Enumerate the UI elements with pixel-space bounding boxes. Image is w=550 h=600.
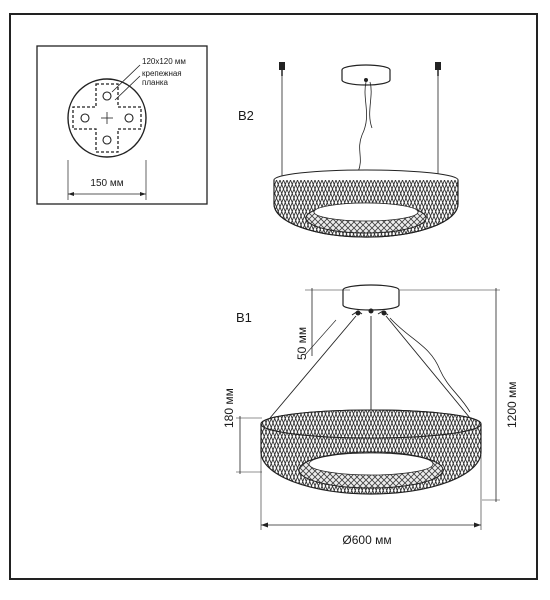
suspension-cable — [269, 315, 357, 419]
diameter-label: Ø600 мм — [342, 533, 391, 547]
leader-line — [111, 64, 141, 93]
leader-line — [114, 75, 141, 101]
canopy-diameter-label: 150 мм — [90, 178, 123, 189]
ceiling-anchor — [279, 62, 285, 70]
plate-size-label: 120x120 мм — [142, 57, 186, 66]
power-cord — [357, 81, 368, 173]
mounting-bracket-outline — [72, 83, 142, 153]
canopy-detail: 120x120 мм крепежная планка 150 мм — [36, 45, 208, 205]
canopy — [342, 290, 400, 311]
drawing-frame — [9, 13, 538, 580]
screw-hole — [80, 113, 90, 123]
power-cord — [389, 317, 471, 413]
screw-hole — [102, 91, 112, 101]
screw-hole — [102, 135, 112, 145]
canopy-height-label: 50 мм — [295, 327, 309, 360]
view-b2-label: B2 — [238, 108, 254, 123]
suspension-cable — [385, 315, 471, 419]
mount-label-1: крепежная — [142, 69, 182, 78]
mount-label-2: планка — [142, 78, 169, 87]
detail-box — [36, 45, 208, 205]
canopy — [341, 70, 391, 86]
view-b2: B2 — [238, 62, 459, 238]
ring-height-label: 180 мм — [222, 388, 236, 428]
view-b1-label: B1 — [236, 310, 252, 325]
view-b1: B1 50 мм 180 мм 1200 мм — [222, 284, 519, 547]
total-height-label: 1200 мм — [505, 381, 519, 428]
ceiling-anchor — [435, 62, 441, 70]
screw-hole — [124, 113, 134, 123]
